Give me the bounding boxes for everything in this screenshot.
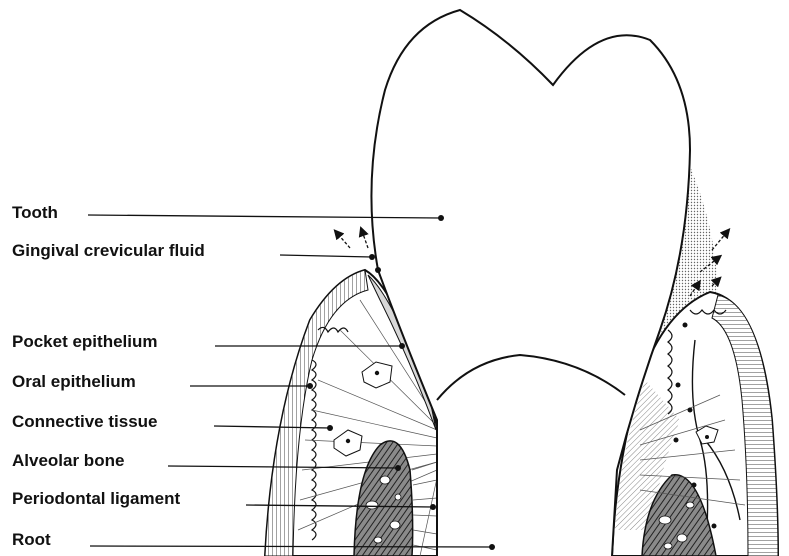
label-tooth-text: Tooth [12, 203, 58, 222]
pointer-gcf [369, 254, 375, 260]
label-gcf: Gingival crevicular fluid [12, 241, 381, 273]
label-alveolar-bone-text: Alveolar bone [12, 451, 124, 470]
pointer-gcf-2 [375, 267, 381, 273]
pointer-root [489, 544, 495, 550]
pointer-tooth [438, 215, 444, 221]
label-connective-tissue-text: Connective tissue [12, 412, 158, 431]
label-oral-epithelium: Oral epithelium [12, 372, 313, 391]
pointer-connective-tissue [327, 425, 333, 431]
pointer-pocket-epithelium [399, 343, 405, 349]
label-oral-epithelium-text: Oral epithelium [12, 372, 136, 391]
pointer-periodontal-ligament [430, 504, 436, 510]
gcf-arrows-left [337, 231, 368, 248]
label-root-text: Root [12, 530, 51, 549]
label-pocket-epithelium-text: Pocket epithelium [12, 332, 157, 351]
label-gcf-text: Gingival crevicular fluid [12, 241, 205, 260]
label-periodontal-ligament-text: Periodontal ligament [12, 489, 180, 508]
pointer-oral-epithelium [307, 383, 313, 389]
pointer-alveolar-bone [395, 465, 401, 471]
leader-gcf [280, 255, 372, 257]
